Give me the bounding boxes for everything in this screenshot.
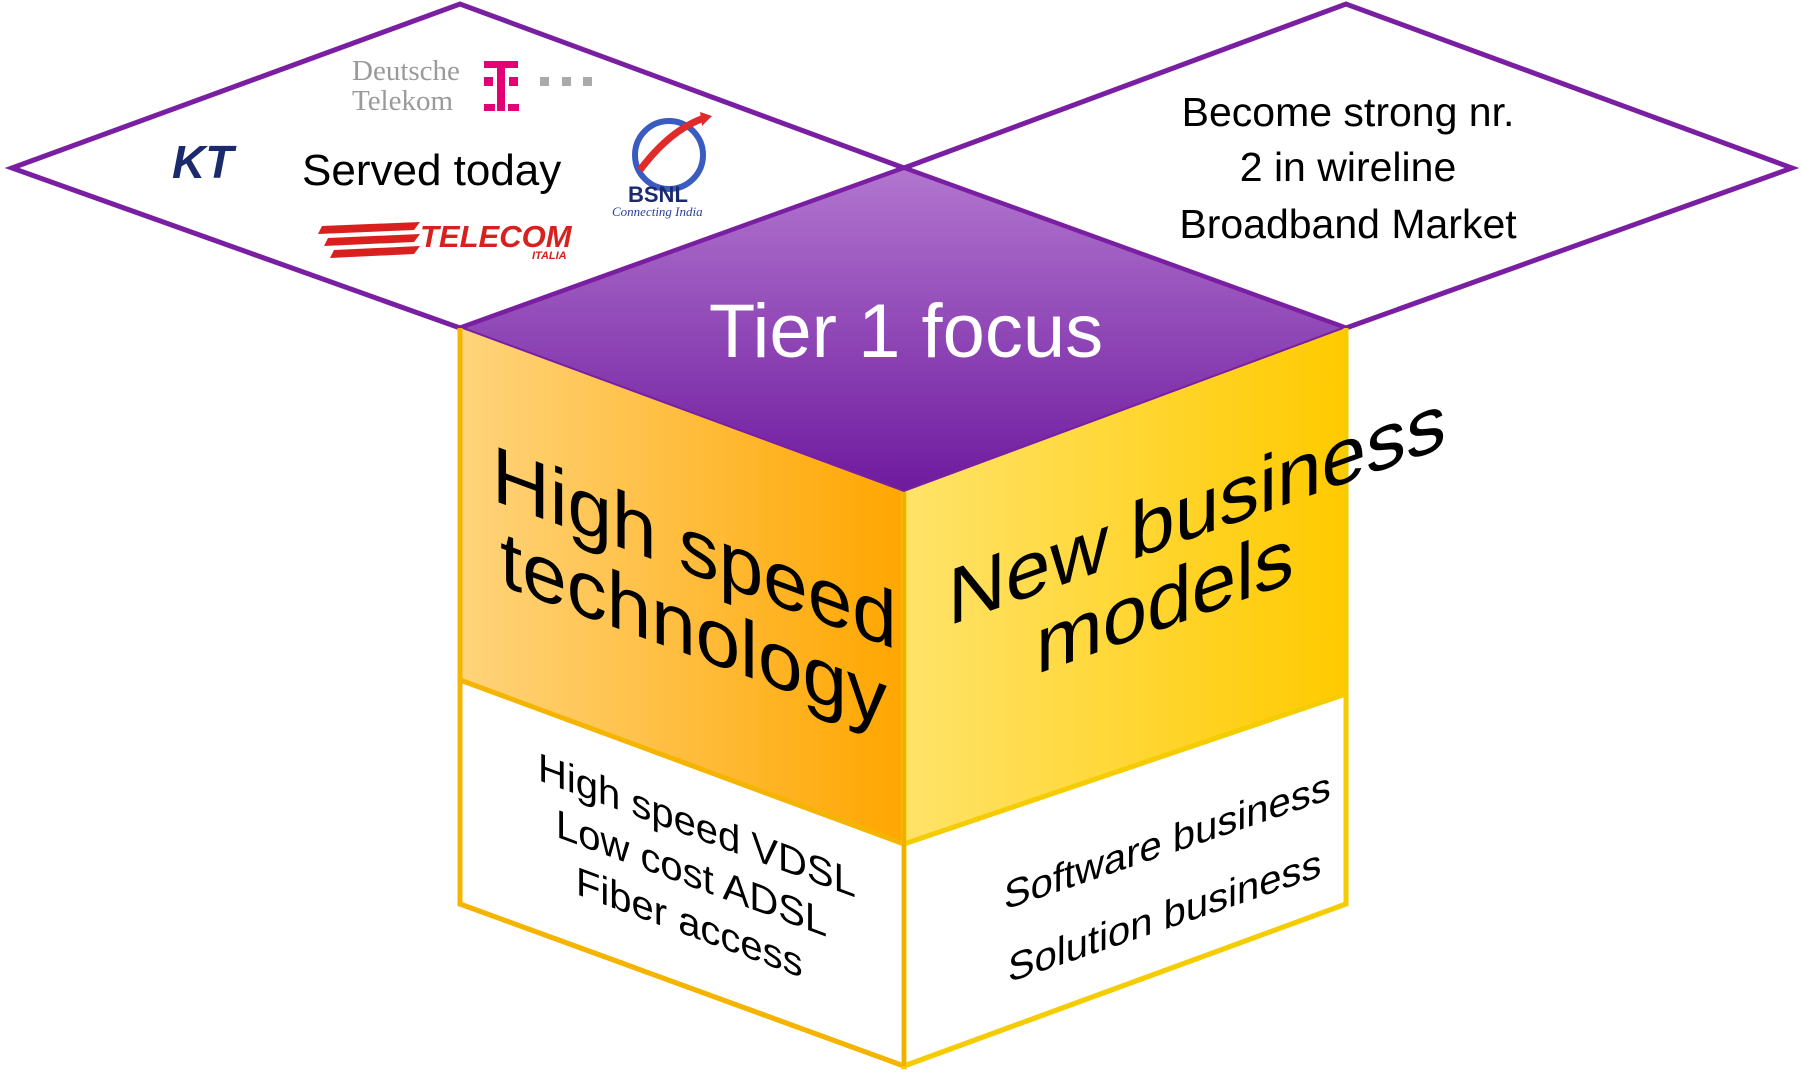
served-today-label: Served today (302, 146, 561, 195)
goal-line-2: 2 in wireline (1240, 144, 1457, 190)
cube-left-face (460, 328, 904, 844)
deutsche-telekom-line1: Deutsche (352, 55, 460, 87)
kt-logo: KT (172, 136, 237, 188)
cube-right-face (904, 328, 1346, 844)
bsnl-text: BSNL (628, 182, 688, 207)
telecom-italia-stripes-icon (318, 222, 420, 258)
tier1-focus-label: Tier 1 focus (709, 289, 1103, 374)
cube-left-outline (457, 328, 905, 1069)
telekom-dots-icon (540, 77, 592, 86)
goal-line-3: Broadband Market (1179, 201, 1517, 247)
telekom-t-icon (484, 61, 519, 111)
bsnl-tagline: Connecting India (612, 204, 703, 219)
telecom-italia-text: TELECOM (420, 219, 573, 254)
deutsche-telekom-line2: Telekom (352, 85, 453, 117)
bsnl-logo-icon (632, 112, 712, 192)
goal-line-1: Become strong nr. (1182, 89, 1515, 135)
telecom-italia-sub: ITALIA (532, 250, 567, 262)
